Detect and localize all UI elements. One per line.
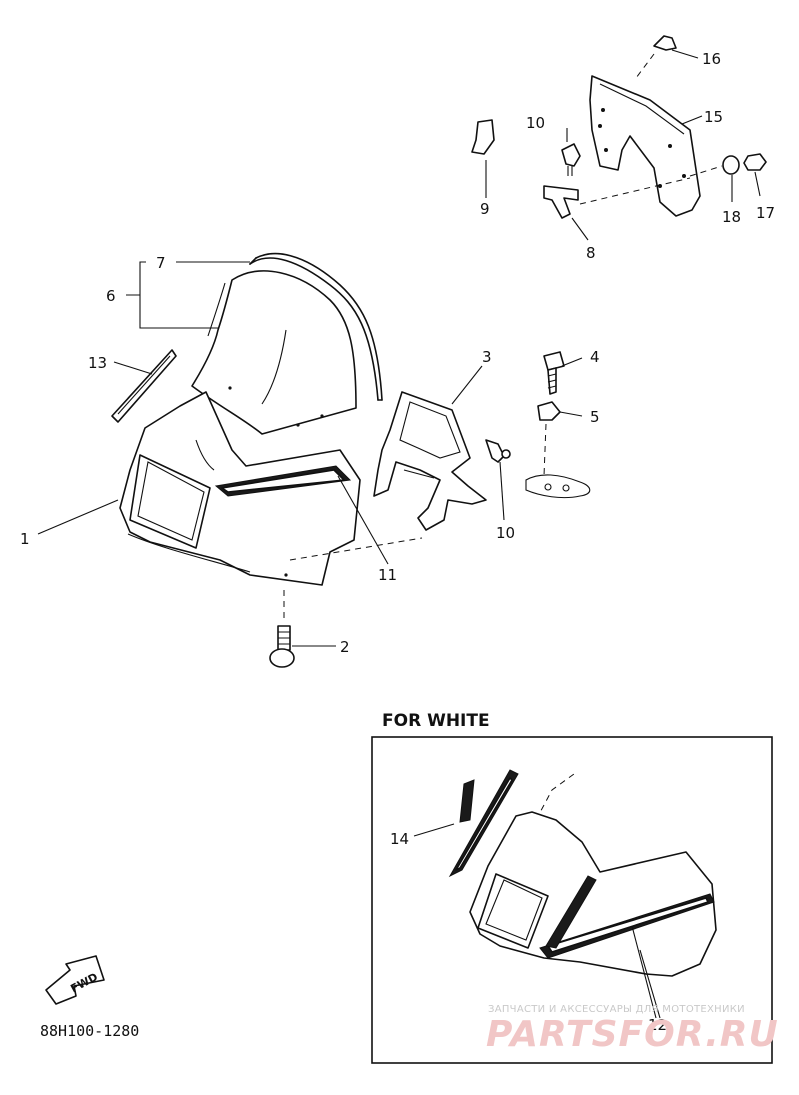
callout-9: 9 — [480, 200, 490, 218]
leader-12 — [631, 925, 657, 1019]
callout-8: 8 — [586, 244, 596, 262]
bolt-part-4 — [543, 351, 565, 395]
bolt-part-16 — [635, 35, 677, 79]
watermark: ЗАПЧАСТИ И АКСЕССУАРЫ ДЛЯ МОТОТЕХНИКИ PA… — [486, 1004, 779, 1055]
callout-1: 1 — [20, 530, 30, 548]
callout-11: 11 — [378, 566, 397, 584]
callout-5: 5 — [590, 408, 600, 426]
leader-lines — [37, 49, 761, 647]
cowling-part-1 — [119, 391, 423, 586]
bracket-part-9 — [471, 119, 495, 155]
fwd-arrow: FWD — [45, 955, 105, 1005]
callout-4: 4 — [590, 348, 600, 366]
callout-10-lower: 10 — [496, 524, 515, 542]
callout-15: 15 — [704, 108, 723, 126]
callout-6: 6 — [106, 287, 116, 305]
stay-part-3 — [373, 391, 487, 531]
callout-labels: 1 2 3 4 5 6 7 8 9 10 10 11 12 13 14 15 1… — [20, 50, 775, 1034]
callout-16: 16 — [702, 50, 721, 68]
inset-frame — [371, 736, 773, 1064]
callout-13: 13 — [88, 354, 107, 372]
washer-part-18 — [689, 155, 740, 177]
bolt-part-10-lower — [485, 439, 511, 463]
windscreen-part-7 — [191, 253, 383, 435]
callout-3: 3 — [482, 348, 492, 366]
nut-part-17 — [743, 153, 767, 171]
for-white-inset: FOR WHITE ЗАПЧАСТИ И АКСЕССУАРЫ ДЛЯ МОТО… — [371, 711, 779, 1064]
callout-18: 18 — [722, 208, 741, 226]
decal-part-13 — [111, 349, 177, 423]
watermark-logo: PARTSFOR.RU — [486, 1014, 779, 1055]
inset-decal-14 — [448, 769, 519, 878]
callout-17: 17 — [756, 204, 775, 222]
inset-cowling — [469, 773, 717, 977]
nut-part-5 — [525, 401, 591, 499]
callout-7: 7 — [156, 254, 166, 272]
bracket-part-15 — [589, 75, 701, 217]
leader-14 — [413, 823, 455, 837]
callout-14: 14 — [390, 830, 409, 848]
inset-heading: FOR WHITE — [382, 711, 490, 731]
callout-12: 12 — [648, 1016, 667, 1034]
bolt-part-2 — [269, 590, 295, 668]
leader-12b — [639, 949, 661, 1019]
watermark-caption: ЗАПЧАСТИ И АКСЕССУАРЫ ДЛЯ МОТОТЕХНИКИ — [488, 1004, 745, 1015]
bolt-part-10-upper — [561, 143, 581, 176]
bracket-part-8 — [543, 177, 691, 219]
callout-10-upper: 10 — [526, 114, 545, 132]
callout-2: 2 — [340, 638, 350, 656]
diagram-code: 88H100-1280 — [40, 1022, 139, 1040]
